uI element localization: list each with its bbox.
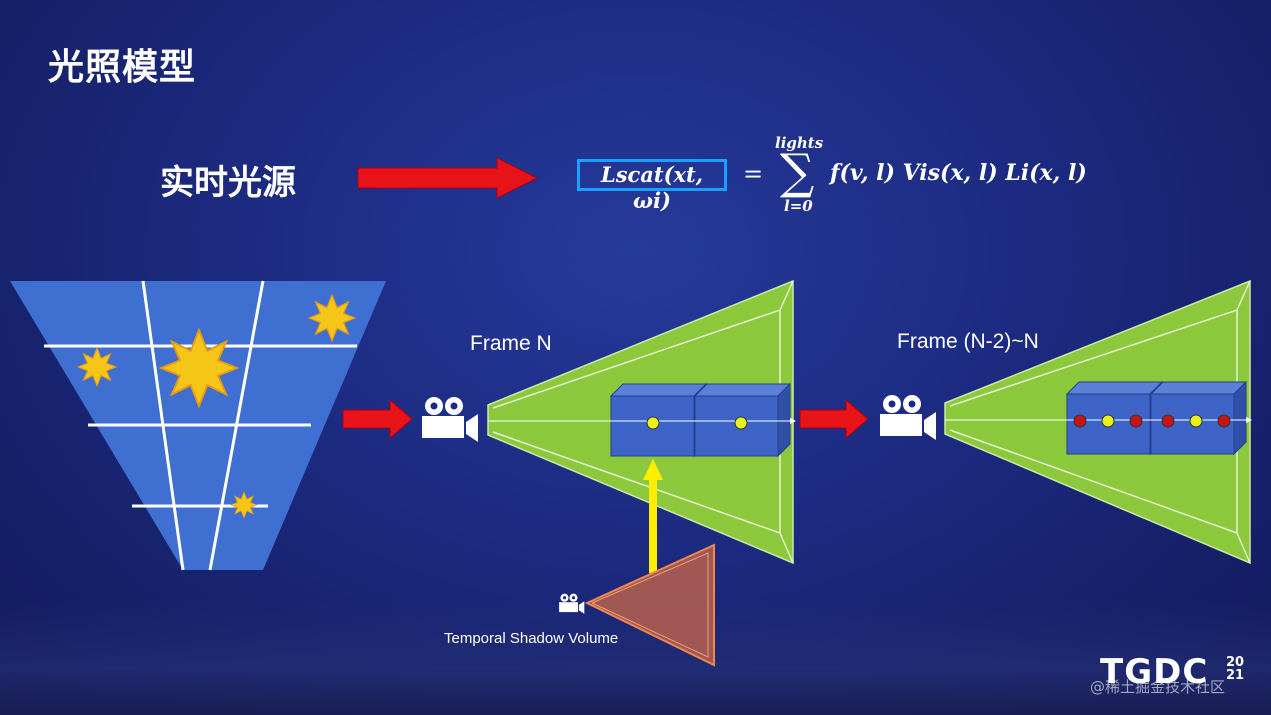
- sum-lower-limit: l=0: [784, 197, 813, 215]
- formula-lhs-box: Lscat(xt, ωi): [577, 159, 727, 213]
- frustum-frame-range: [944, 279, 1252, 565]
- formula-equals: =: [743, 160, 764, 188]
- temporal-shadow-volume: [584, 543, 715, 667]
- tgdc-logo: TGDC: [1100, 652, 1209, 692]
- frame-range-label: Frame (N-2)~N: [897, 330, 1039, 353]
- light-cluster-grid: [10, 280, 386, 571]
- frustum-frame-n: [487, 279, 796, 565]
- arrow-right-icon: [799, 398, 869, 440]
- star-light-icon: [160, 329, 238, 407]
- camera-icon: [880, 395, 936, 440]
- tgdc-logo-year: 20 21: [1226, 655, 1245, 683]
- frame-n-label: Frame N: [470, 332, 552, 355]
- page-title: 光照模型: [48, 47, 197, 88]
- realtime-light-source-label: 实时光源: [160, 163, 296, 203]
- star-light-icon: [77, 347, 117, 387]
- arrow-right-icon: [342, 398, 413, 440]
- formula-rhs: f(v, l) Vis(x, l) Li(x, l): [830, 160, 1087, 186]
- camera-icon: [559, 593, 585, 614]
- watermark: @稀土掘金技术社区: [1090, 678, 1226, 696]
- star-light-icon: [230, 491, 258, 519]
- arrow-up-icon: [643, 459, 663, 573]
- sum-symbol: ∑: [780, 144, 815, 200]
- camera-icon: [422, 397, 478, 442]
- sum-upper-limit: lights: [775, 134, 824, 152]
- star-light-icon: [308, 294, 356, 342]
- arrow-right-icon: [357, 157, 539, 199]
- temporal-shadow-volume-label: Temporal Shadow Volume: [444, 630, 619, 647]
